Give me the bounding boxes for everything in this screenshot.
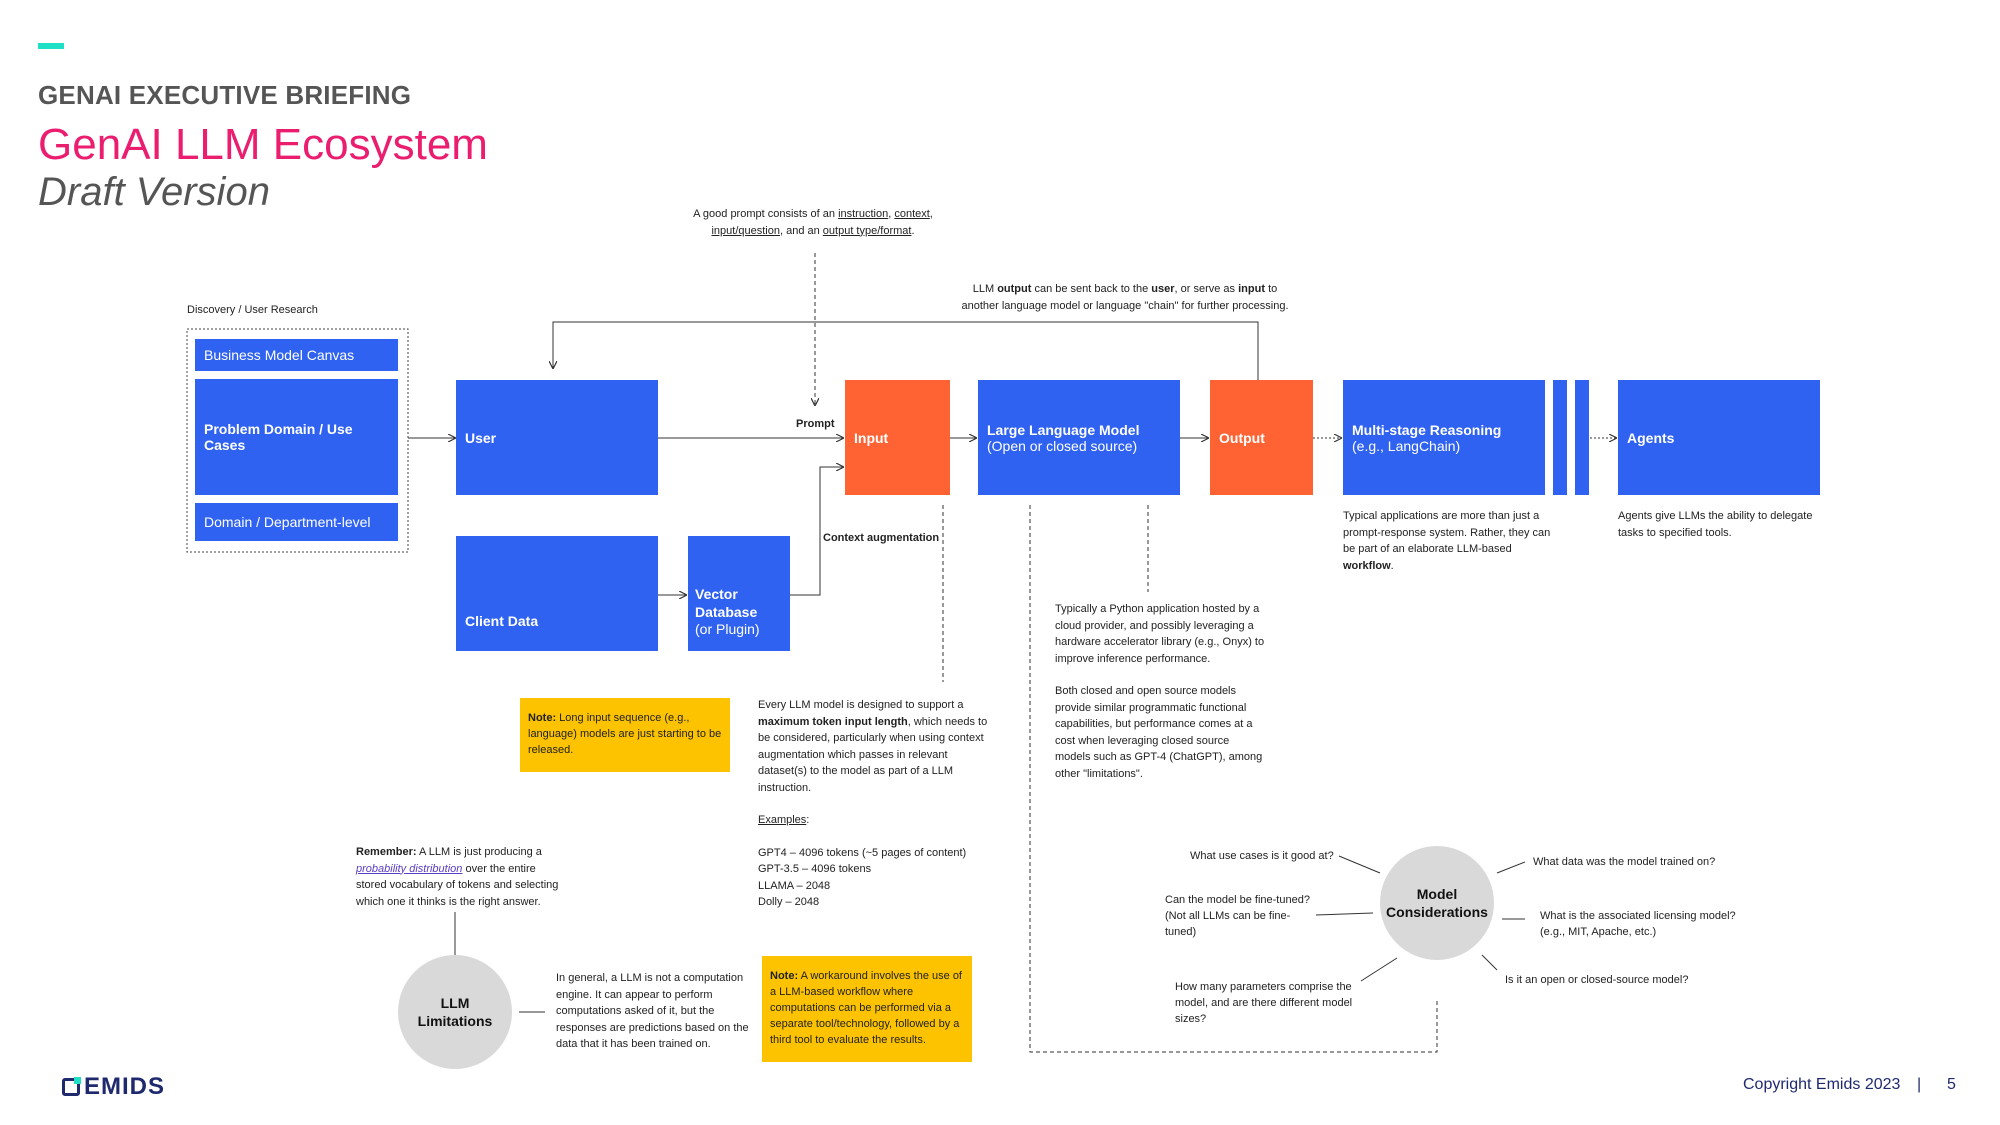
token-example: LLAMA – 2048 (758, 879, 831, 892)
page-number: 5 (1947, 1076, 1956, 1093)
consideration-training-data: What data was the model trained on? (1533, 856, 1716, 868)
discovery-business-model-canvas[interactable]: Business Model Canvas (195, 339, 398, 371)
spoke-parameters (1360, 957, 1398, 982)
llm-limitations-circle: LLM Limitations (398, 955, 512, 1069)
agents-annotation: Agents give LLMs the ability to delegate… (1618, 510, 1813, 539)
discovery-item-label: Domain / Department-level (204, 514, 371, 530)
msr-stage-bar (1575, 380, 1589, 495)
node-vector-db-label: Vector Database (695, 586, 758, 620)
consideration-use-cases: What use cases is it good at? (1190, 850, 1334, 862)
node-user-label: User (465, 429, 497, 446)
note-long-input: Note: Long input sequence (e.g., languag… (520, 698, 730, 772)
node-large-language-model[interactable]: Large Language Model (Open or closed sou… (978, 380, 1180, 495)
spoke-data-trained (1496, 861, 1526, 874)
edge-vector-input (790, 467, 843, 596)
prompt-annotation: A good prompt consists of an instruction… (693, 208, 933, 237)
page-kicker: GENAI EXECUTIVE BRIEFING (38, 80, 412, 110)
consideration-licensing: What is the associated licensing model? … (1540, 910, 1736, 938)
spoke-open-closed (1481, 954, 1498, 971)
discovery-domain-department[interactable]: Domain / Department-level (195, 503, 398, 541)
node-msr-label: Multi-stage Reasoning (1352, 421, 1502, 438)
consideration-fine-tuning: Can the model be fine-tuned? (Not all LL… (1165, 894, 1310, 938)
emids-logo: EMIDS (62, 1073, 165, 1101)
consideration-parameters: How many parameters comprise the model, … (1175, 981, 1353, 1025)
node-output[interactable]: Output (1210, 380, 1313, 495)
edge-label-prompt: Prompt (796, 418, 835, 430)
consideration-open-closed: Is it an open or closed-source model? (1505, 974, 1689, 986)
token-annotation: Every LLM model is designed to support a… (758, 697, 988, 911)
discovery-problem-domain[interactable]: Problem Domain / Use Cases (195, 379, 398, 495)
python-annotation: Typically a Python application hosted by… (1055, 603, 1265, 780)
edge-llm-considerations (1029, 505, 1438, 1053)
edge-label-context-augmentation: Context augmentation (823, 532, 940, 544)
page-subtitle: Draft Version (38, 170, 270, 214)
page-title: GenAI LLM Ecosystem (38, 120, 488, 169)
node-vector-db-sub: (or Plugin) (695, 621, 760, 637)
node-user[interactable]: User (456, 380, 658, 495)
node-input[interactable]: Input (845, 380, 950, 495)
emids-logo-icon (62, 1077, 81, 1096)
emids-logo-text: EMIDS (84, 1073, 166, 1100)
node-vector-database[interactable]: Vector Database (or Plugin) (688, 536, 790, 651)
token-example: GPT-3.5 – 4096 tokens (758, 863, 872, 875)
copyright-text: Copyright Emids 2023 (1743, 1076, 1901, 1093)
node-agents-label: Agents (1627, 429, 1675, 446)
node-input-label: Input (854, 429, 889, 446)
discovery-dotted-border (186, 328, 409, 553)
edge-output-feedback (553, 321, 1259, 380)
accent-bar (38, 43, 64, 49)
discovery-item-label: Business Model Canvas (204, 347, 355, 363)
discovery-item-label: Problem Domain / Use Cases (204, 421, 353, 453)
token-example: GPT4 – 4096 tokens (~5 pages of content) (758, 846, 967, 859)
msr-annotation: Typical applications are more than just … (1343, 510, 1551, 572)
spoke-fine-tuned (1315, 912, 1374, 916)
node-output-label: Output (1219, 429, 1265, 446)
note-workaround: Note: A workaround involves the use of a… (762, 956, 972, 1062)
token-example: Dolly – 2048 (758, 896, 820, 908)
remember-annotation: Remember: A LLM is just producing a prob… (356, 846, 559, 908)
discovery-label: Discovery / User Research (187, 304, 318, 316)
node-client-data[interactable]: Client Data (456, 536, 658, 651)
msr-stage-bar (1553, 380, 1567, 495)
node-msr-sub: (e.g., LangChain) (1352, 437, 1461, 454)
node-llm-sub: (Open or closed source) (987, 437, 1138, 454)
node-llm-label: Large Language Model (987, 421, 1140, 438)
node-client-data-label: Client Data (465, 613, 539, 629)
node-multi-stage-reasoning[interactable]: Multi-stage Reasoning (e.g., LangChain) (1343, 380, 1545, 495)
spoke-use-cases (1338, 855, 1381, 874)
node-agents[interactable]: Agents (1618, 380, 1820, 495)
footer-separator: | (1917, 1076, 1922, 1093)
output-annotation: LLM output can be sent back to the user,… (961, 283, 1289, 312)
model-considerations-circle: Model Considerations (1380, 846, 1494, 960)
computation-annotation: In general, a LLM is not a computation e… (556, 972, 749, 1050)
